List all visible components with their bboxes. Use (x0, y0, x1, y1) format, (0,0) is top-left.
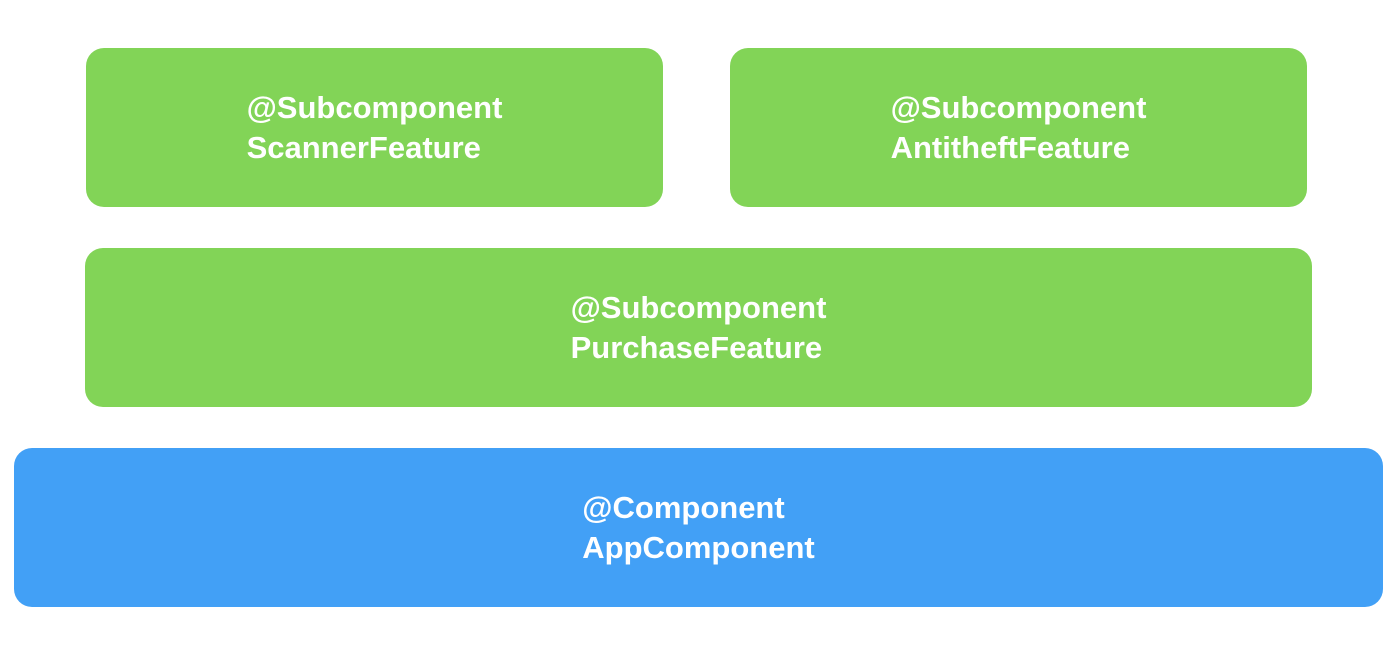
component-name: AppComponent (582, 529, 815, 565)
block-text: @Subcomponent PurchaseFeature (571, 288, 827, 368)
antitheft-feature-subcomponent-block: @Subcomponent AntitheftFeature (730, 48, 1307, 207)
component-name: ScannerFeature (246, 129, 481, 165)
component-name: PurchaseFeature (570, 329, 823, 365)
annotation-label: @Component (582, 489, 785, 525)
component-name: AntitheftFeature (890, 129, 1130, 165)
annotation-label: @Subcomponent (570, 289, 827, 325)
purchase-feature-subcomponent-block: @Subcomponent PurchaseFeature (85, 248, 1312, 407)
app-component-block: @Component AppComponent (14, 448, 1383, 607)
block-text: @Component AppComponent (582, 488, 814, 568)
annotation-label: @Subcomponent (246, 89, 503, 125)
annotation-label: @Subcomponent (890, 89, 1147, 125)
scanner-feature-subcomponent-block: @Subcomponent ScannerFeature (86, 48, 663, 207)
block-text: @Subcomponent ScannerFeature (247, 88, 503, 168)
block-text: @Subcomponent AntitheftFeature (891, 88, 1147, 168)
